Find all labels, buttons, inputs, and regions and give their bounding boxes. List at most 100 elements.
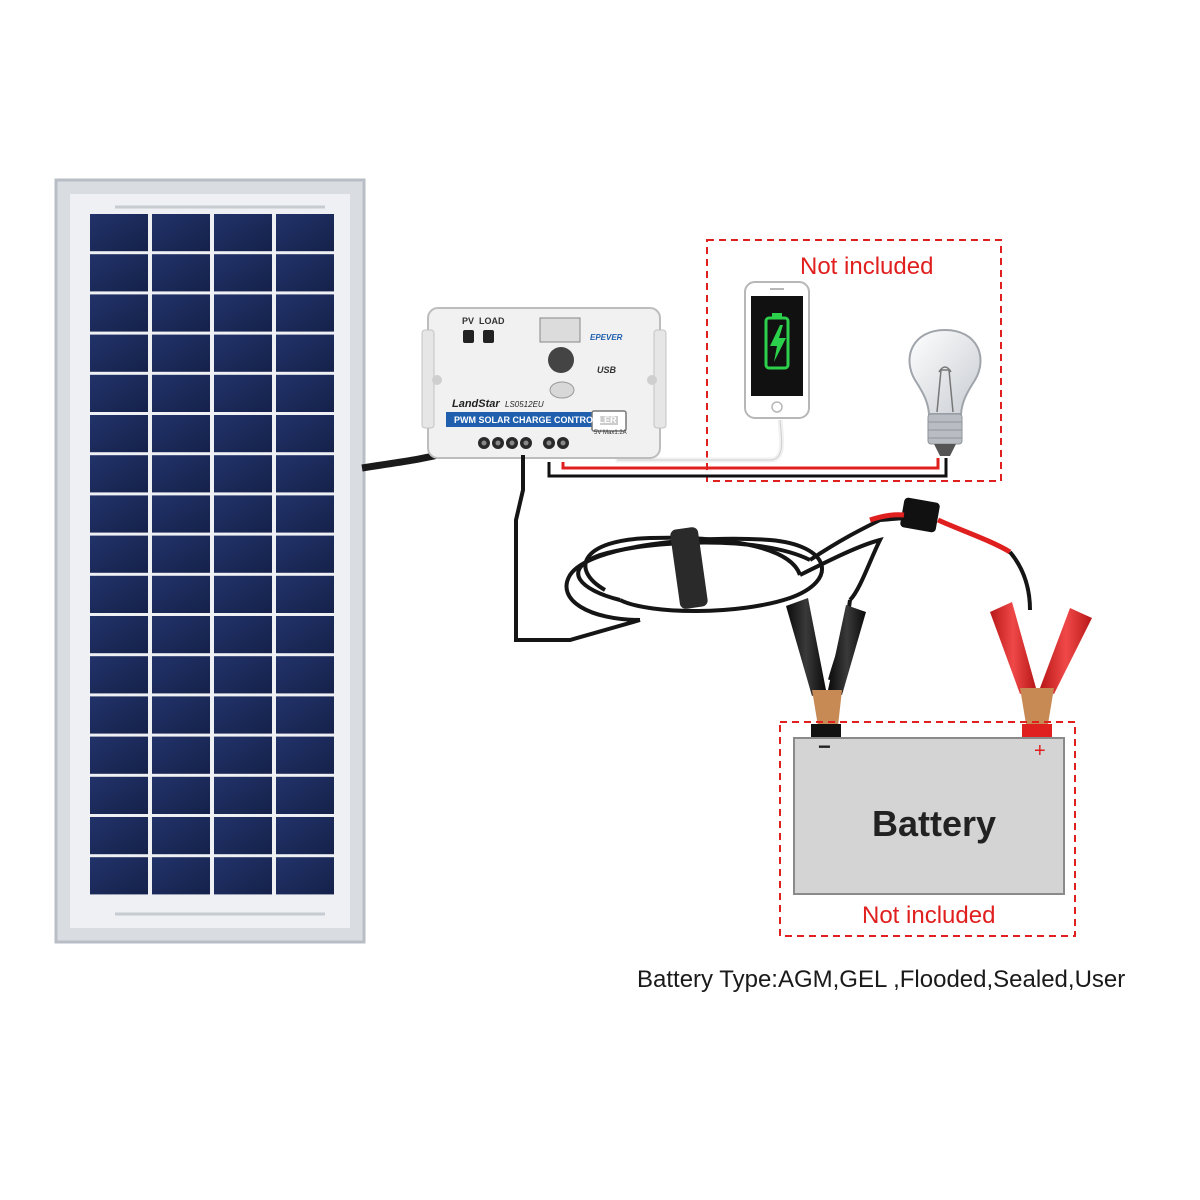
solar-cell	[214, 817, 272, 855]
charge-controller	[421, 307, 667, 459]
solar-cell	[152, 696, 210, 734]
solar-cell	[90, 656, 148, 694]
solar-cell	[276, 334, 334, 372]
solar-cell	[152, 656, 210, 694]
solar-cell	[152, 817, 210, 855]
mount-hole-right	[647, 375, 657, 385]
setting-button	[548, 347, 574, 373]
controller-series-name: LandStar	[452, 398, 500, 410]
solar-cell	[214, 575, 272, 613]
positive-terminal-label: +	[1034, 740, 1046, 762]
solar-cell	[90, 776, 148, 814]
terminal-block	[478, 437, 569, 449]
solar-cell	[90, 817, 148, 855]
solar-cell	[152, 575, 210, 613]
solar-cell	[276, 857, 334, 895]
loads-callout-box	[706, 239, 1002, 482]
solar-cell	[276, 776, 334, 814]
controller-load-label: LOAD	[479, 316, 505, 326]
solar-cell	[152, 535, 210, 573]
solar-cell	[214, 455, 272, 493]
controller-pv-label: PV	[462, 316, 475, 326]
setting-knob	[549, 381, 575, 399]
solar-cell	[152, 374, 210, 412]
controller-brand-logo: EPEVER	[590, 333, 623, 342]
solar-cell	[90, 374, 148, 412]
fuse-holder	[869, 497, 1032, 611]
negative-post	[811, 724, 841, 738]
solar-cell	[90, 455, 148, 493]
load-wire-negative	[547, 458, 948, 478]
battery	[793, 724, 1065, 895]
type-strip	[446, 412, 596, 427]
solar-cell	[214, 374, 272, 412]
controller-type-strip-text: PWM SOLAR CHARGE CONTROLLER	[454, 415, 617, 425]
solar-cell	[276, 817, 334, 855]
solar-cell	[90, 575, 148, 613]
controller-usb-rating: 5V Max1.2A	[594, 430, 627, 436]
solar-cell	[276, 736, 334, 774]
controller-model-number: LS0512EU	[505, 400, 544, 409]
battery-label: Battery	[872, 803, 997, 844]
solar-cell	[90, 294, 148, 332]
solar-cell	[214, 334, 272, 372]
solar-cell	[276, 214, 334, 252]
solar-cell	[214, 214, 272, 252]
solar-cell	[214, 776, 272, 814]
load-led	[483, 330, 494, 343]
solar-cell	[152, 776, 210, 814]
pv-led	[463, 330, 474, 343]
solar-cell	[214, 535, 272, 573]
solar-cell	[152, 254, 210, 292]
solar-cell	[90, 334, 148, 372]
solar-cell	[90, 254, 148, 292]
solar-cell	[214, 736, 272, 774]
solar-cell	[214, 294, 272, 332]
setting-display	[539, 317, 581, 343]
solar-cell	[276, 535, 334, 573]
solar-cell	[152, 736, 210, 774]
solar-cell	[90, 535, 148, 573]
solar-cell	[214, 616, 272, 654]
battery-not-included-label: Not included	[862, 902, 996, 929]
solar-cell	[276, 254, 334, 292]
solar-cell	[276, 696, 334, 734]
solar-cell	[90, 616, 148, 654]
solar-cell	[90, 415, 148, 453]
solar-cell	[152, 214, 210, 252]
solar-cell	[276, 374, 334, 412]
solar-cell	[276, 656, 334, 694]
solar-cell	[276, 294, 334, 332]
solar-cell	[152, 616, 210, 654]
battery-callout-box	[779, 721, 1076, 937]
cable-strap	[670, 527, 708, 609]
solar-cell	[90, 495, 148, 533]
solar-cell	[276, 616, 334, 654]
battery-type-caption: Battery Type:AGM,GEL ,Flooded,Sealed,Use…	[637, 966, 1126, 993]
solar-cell	[152, 334, 210, 372]
black-clamp	[786, 598, 866, 726]
smartphone-charging-icon	[744, 281, 810, 419]
solar-cell	[276, 415, 334, 453]
solar-cell	[90, 736, 148, 774]
loads-not-included-label: Not included	[800, 253, 934, 280]
solar-cell	[152, 294, 210, 332]
solar-cell	[214, 254, 272, 292]
solar-panel	[54, 178, 366, 944]
solar-cell	[152, 415, 210, 453]
solar-cell	[90, 214, 148, 252]
solar-cell	[276, 575, 334, 613]
solar-cell	[152, 495, 210, 533]
solar-cell	[214, 415, 272, 453]
negative-terminal-label: −	[818, 734, 831, 759]
solar-cell	[214, 656, 272, 694]
positive-post	[1022, 724, 1052, 738]
solar-cell	[214, 857, 272, 895]
light-bulb-icon	[908, 328, 982, 456]
solar-cell	[214, 495, 272, 533]
mount-hole-left	[432, 375, 442, 385]
red-clamp	[990, 602, 1092, 724]
panel-cells	[90, 214, 334, 895]
controller-usb-label: USB	[597, 365, 617, 375]
